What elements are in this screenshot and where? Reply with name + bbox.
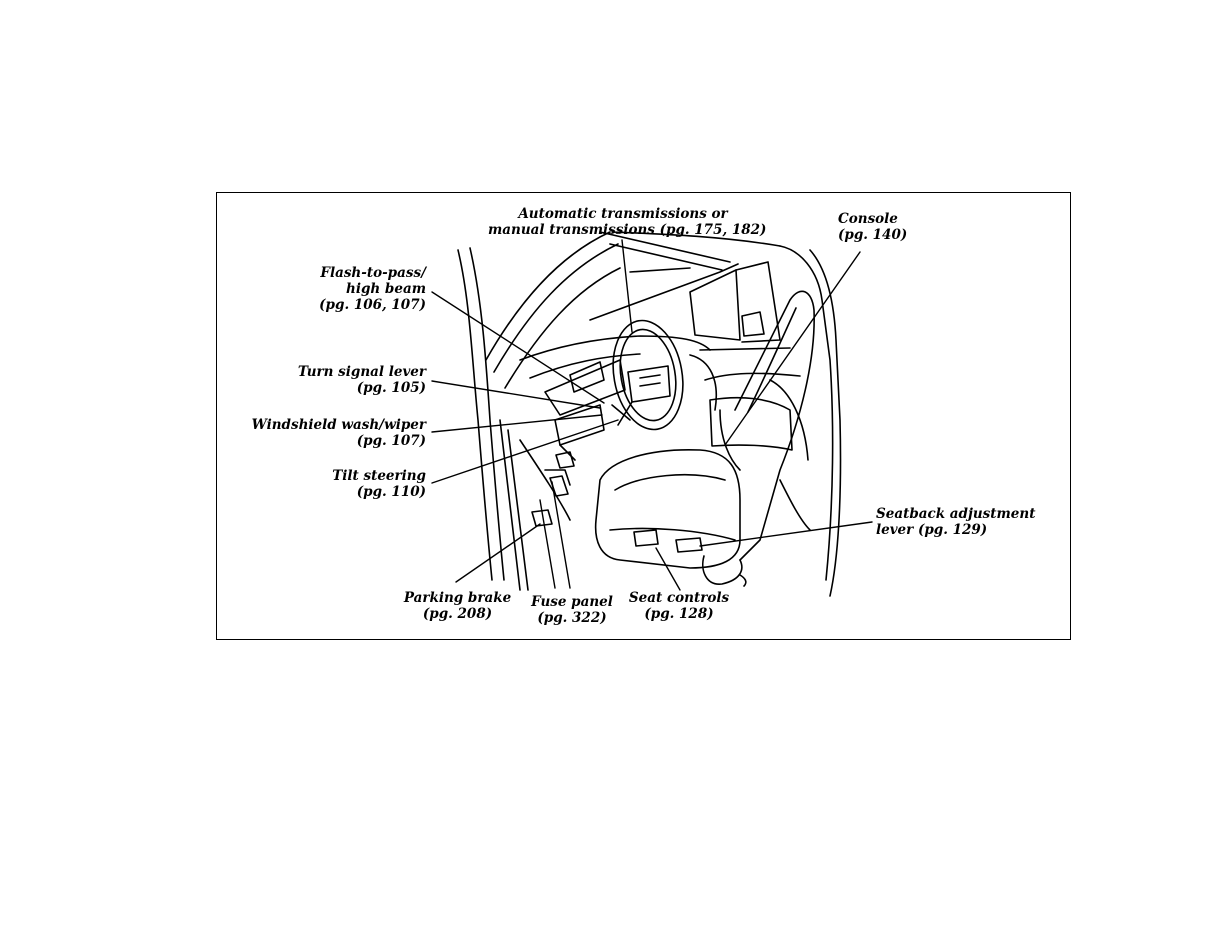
dashboard [519,335,717,521]
leader-windshield [431,414,603,433]
windshield-frame [485,231,781,389]
callout-flash-line1: Flash-to-pass/ [320,265,426,281]
callout-flash-to-pass: Flash-to-pass/ high beam (pg. 106, 107) [276,265,426,313]
driver-seat [594,290,815,587]
callout-tilt-line2: (pg. 110) [356,484,426,500]
callout-turn-signal-line1: Turn signal lever [297,364,426,380]
callout-tilt-line1: Tilt steering [332,468,426,484]
callout-console-line1: Console [838,211,898,227]
callout-fuse-line1: Fuse panel [531,594,613,610]
callout-transmission: Automatic transmissions or manual transm… [488,206,767,238]
leader-flash-to-pass [431,291,605,404]
callout-flash-line3: (pg. 106, 107) [319,297,426,313]
callout-fuse-panel: Fuse panel (pg. 322) [522,594,622,626]
callout-transmission-line1: Automatic transmissions or [518,206,728,222]
callout-turn-signal-line2: (pg. 105) [356,380,426,396]
callout-windshield-line1: Windshield wash/wiper [251,417,426,433]
callout-seatback-line2: lever (pg. 129) [876,522,988,538]
callout-parking-brake: Parking brake (pg. 208) [395,590,520,622]
callout-flash-line2: high beam [346,281,426,297]
callout-transmission-line2: manual transmissions (pg. 175, 182) [488,222,767,238]
leader-transmission [621,239,633,333]
leader-tilt-steering [431,419,619,484]
right-door [689,245,842,597]
callout-seatback-line1: Seatback adjustment [876,506,1036,522]
center-console [709,379,809,461]
leader-console [724,251,861,446]
leader-lines [431,239,873,591]
leader-parking-brake [455,523,541,583]
leader-fuse-2 [539,499,556,589]
callout-console: Console (pg. 140) [838,211,928,243]
callout-turn-signal: Turn signal lever (pg. 105) [276,364,426,396]
leader-turn-signal [431,380,601,409]
callout-windshield-line2: (pg. 107) [356,433,426,449]
callout-seat-controls: Seat controls (pg. 128) [624,590,734,622]
callout-seatback: Seatback adjustment lever (pg. 129) [876,506,1061,538]
callout-seat-controls-line2: (pg. 128) [644,606,714,622]
callout-windshield: Windshield wash/wiper (pg. 107) [236,417,426,449]
callout-fuse-line2: (pg. 322) [537,610,607,626]
leader-seatback [699,521,873,547]
leader-seat-controls [655,547,681,591]
leader-fuse-1 [551,481,571,589]
callout-seat-controls-line1: Seat controls [628,590,730,606]
door-frame [457,247,529,591]
steering-wheel [611,319,684,431]
callout-parking-line2: (pg. 208) [422,606,493,622]
callout-tilt-steering: Tilt steering (pg. 110) [296,468,426,500]
diagram-frame [216,192,1071,640]
callout-console-line2: (pg. 140) [838,227,908,243]
callout-parking-line1: Parking brake [403,590,512,606]
